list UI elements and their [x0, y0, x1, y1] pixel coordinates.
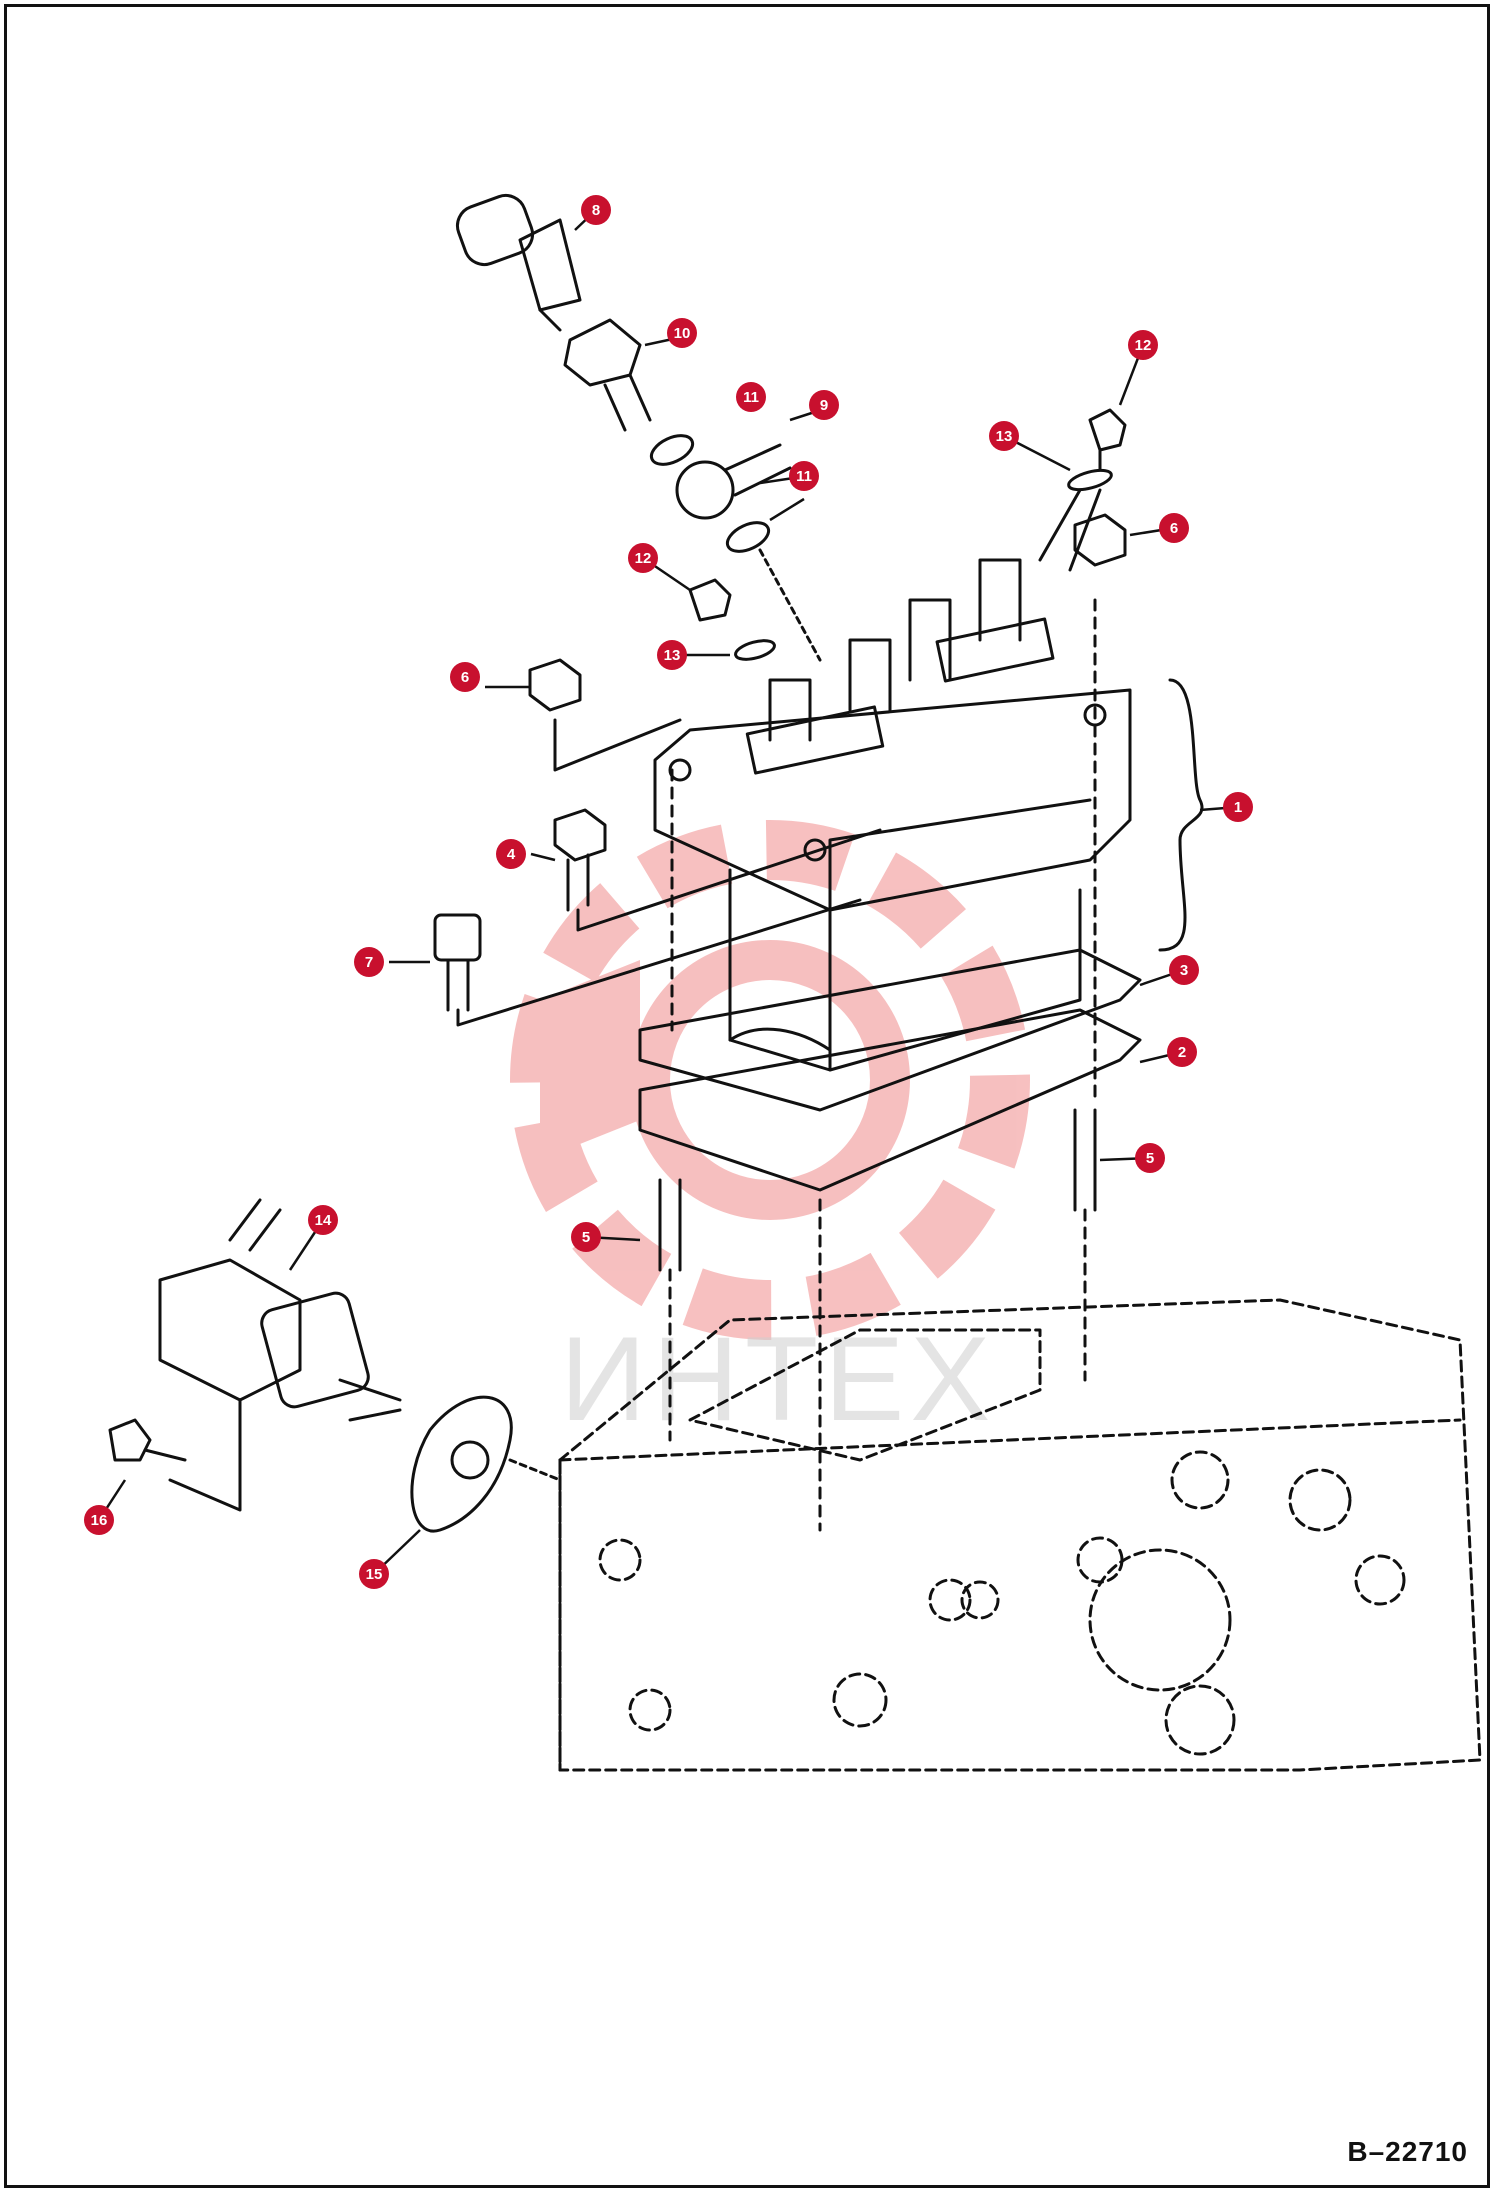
diagram-code: B–22710	[1347, 2136, 1468, 2167]
gasket-2	[638, 1008, 1142, 1192]
svg-text:10: 10	[674, 325, 691, 342]
callout-5-right[interactable]: 5	[1135, 1143, 1165, 1173]
banjo-fitting-9	[675, 443, 792, 520]
callout-12-upper[interactable]: 12	[1128, 330, 1158, 360]
svg-text:7: 7	[365, 954, 373, 971]
feed-pump-14	[158, 1198, 402, 1512]
washer-11-lower	[725, 521, 771, 553]
callout-8[interactable]: 8	[581, 195, 611, 225]
callout-15[interactable]: 15	[359, 1559, 389, 1589]
callout-13-upper[interactable]: 13	[989, 421, 1019, 451]
gasket-15	[410, 1395, 562, 1533]
svg-text:12: 12	[1135, 337, 1152, 354]
svg-text:13: 13	[996, 428, 1013, 445]
callout-11-upper[interactable]: 11	[736, 382, 766, 412]
svg-text:9: 9	[820, 397, 828, 414]
engine-block	[558, 1298, 1482, 1772]
callout-10[interactable]: 10	[667, 318, 697, 348]
nut-6-left	[528, 658, 682, 772]
svg-text:5: 5	[582, 1229, 590, 1246]
leader-fuel-line	[758, 548, 822, 662]
svg-text:6: 6	[461, 669, 469, 686]
callout-16[interactable]: 16	[84, 1505, 114, 1535]
callout-11-lower[interactable]: 11	[789, 461, 819, 491]
washer-13-lower	[734, 639, 776, 661]
bolt-16	[108, 1418, 187, 1462]
watermark-text: ИНТЕХ	[560, 1312, 996, 1446]
stud-left	[658, 1178, 682, 1442]
svg-text:16: 16	[91, 1512, 108, 1529]
callout-5-left[interactable]: 5	[571, 1222, 601, 1252]
callout-4[interactable]: 4	[496, 839, 526, 869]
callout-2[interactable]: 2	[1167, 1037, 1197, 1067]
svg-text:3: 3	[1180, 962, 1188, 979]
svg-text:5: 5	[1146, 1150, 1154, 1167]
bolt-12-lower	[688, 578, 732, 622]
callout-6-left[interactable]: 6	[450, 662, 480, 692]
nut-6-right	[1073, 513, 1127, 567]
gasket-3	[638, 948, 1142, 1112]
callout-6-right[interactable]: 6	[1159, 513, 1189, 543]
bolt-7	[433, 898, 862, 1027]
svg-text:14: 14	[315, 1212, 332, 1229]
stud-right	[1073, 1108, 1097, 1382]
watermark-logo	[510, 820, 1030, 1340]
callout-14[interactable]: 14	[308, 1205, 338, 1235]
banjo-bolt-10	[563, 318, 652, 432]
svg-text:8: 8	[592, 202, 600, 219]
svg-text:15: 15	[366, 1566, 383, 1583]
priming-pump-8	[455, 193, 582, 332]
leader-upper-bolt	[1038, 488, 1102, 572]
svg-text:13: 13	[664, 647, 681, 664]
washer-13-upper	[1067, 468, 1113, 492]
callout-13-lower[interactable]: 13	[657, 640, 687, 670]
bolt-4	[553, 808, 882, 932]
svg-text:12: 12	[635, 550, 652, 567]
diagram-frame	[4, 4, 1490, 2188]
svg-text:4: 4	[507, 846, 516, 863]
callout-badges: 1 2 3 4 5 5 6 6 7 8 9 10 11 11 12 12 13 …	[84, 195, 1253, 1589]
callout-1[interactable]: 1	[1223, 792, 1253, 822]
callout-9[interactable]: 9	[809, 390, 839, 420]
washer-11-upper	[649, 434, 695, 466]
injection-pump	[653, 558, 1132, 1072]
callout-12-lower[interactable]: 12	[628, 543, 658, 573]
bolt-12-upper	[1088, 408, 1127, 472]
svg-text:11: 11	[796, 468, 812, 485]
svg-text:11: 11	[743, 389, 759, 406]
callout-3[interactable]: 3	[1169, 955, 1199, 985]
svg-text:2: 2	[1178, 1044, 1186, 1061]
svg-text:1: 1	[1234, 799, 1242, 816]
callout-7[interactable]: 7	[354, 947, 384, 977]
bracket-group-1	[1158, 678, 1204, 952]
svg-text:6: 6	[1170, 520, 1178, 537]
